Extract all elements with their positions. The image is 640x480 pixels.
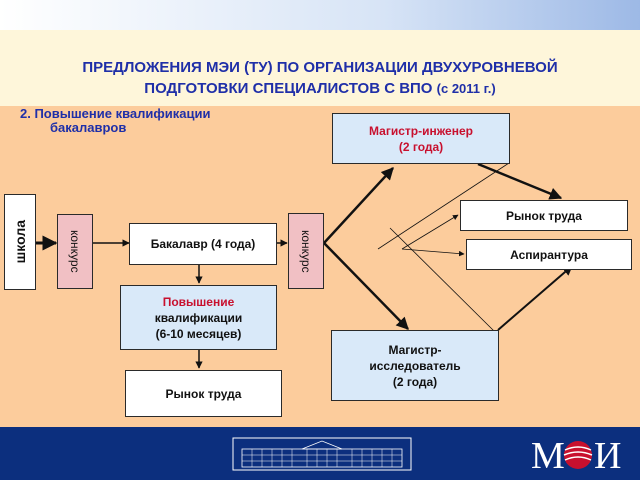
node-qualification-line-3: (6-10 месяцев) bbox=[155, 326, 242, 341]
logo-letter-i: И bbox=[594, 435, 621, 476]
arrow-contest-master-researcher bbox=[323, 242, 409, 330]
node-qualification: Повышение квалификации (6-10 месяцев) bbox=[120, 285, 277, 350]
thin-line-researcher-branch bbox=[389, 227, 495, 332]
subtitle-line-1: 2. Повышение квалификации bbox=[20, 106, 211, 121]
title-area bbox=[0, 30, 640, 106]
top-gradient-band bbox=[0, 0, 640, 30]
arrow-master-engineer-labor bbox=[477, 162, 563, 200]
node-qualification-line-1: Повышение bbox=[162, 294, 235, 309]
arrow-contest-master-engineer bbox=[323, 167, 394, 244]
node-contest-1-label: конкурс bbox=[68, 230, 82, 273]
node-master-researcher-line-2: исследователь bbox=[369, 358, 461, 373]
node-qualification-line-2: квалификации bbox=[154, 310, 243, 325]
page-title: ПРЕДЛОЖЕНИЯ МЭИ (ТУ) ПО ОРГАНИЗАЦИИ ДВУХ… bbox=[0, 57, 640, 99]
node-bachelor-label: Бакалавр (4 года) bbox=[150, 237, 256, 251]
node-postgraduate-label: Аспирантура bbox=[510, 247, 588, 262]
node-contest-1: конкурс bbox=[57, 214, 93, 289]
node-master-researcher-line-3: (2 года) bbox=[392, 374, 438, 389]
title-line-2-text: ПОДГОТОВКИ СПЕЦИАЛИСТОВ С ВПО bbox=[144, 80, 433, 97]
node-labor-market-right: Рынок труда bbox=[460, 200, 628, 231]
title-year: (с 2011 г.) bbox=[436, 81, 496, 96]
node-school-label: школа bbox=[12, 220, 28, 264]
thin-arrow-to-labor bbox=[401, 214, 459, 250]
title-line-1: ПРЕДЛОЖЕНИЯ МЭИ (ТУ) ПО ОРГАНИЗАЦИИ ДВУХ… bbox=[82, 59, 558, 76]
title-line-2: ПОДГОТОВКИ СПЕЦИАЛИСТОВ С ВПО (с 2011 г.… bbox=[0, 78, 640, 99]
node-master-engineer-line-1: Магистр-инженер bbox=[369, 123, 473, 138]
logo-globe bbox=[564, 441, 592, 469]
building-illustration bbox=[232, 437, 412, 471]
arrow-master-researcher-labor bbox=[497, 265, 573, 331]
node-contest-2-label: конкурс bbox=[299, 229, 313, 273]
node-school: школа bbox=[4, 194, 36, 290]
node-master-engineer: Магистр-инженер (2 года) bbox=[332, 113, 510, 164]
node-master-researcher: Магистр- исследователь (2 года) bbox=[331, 330, 499, 401]
thin-line-engineer-branch bbox=[377, 162, 510, 250]
node-bachelor: Бакалавр (4 года) bbox=[129, 223, 277, 265]
node-postgraduate: Аспирантура bbox=[466, 239, 632, 270]
node-labor-market-left: Рынок труда bbox=[125, 370, 282, 417]
node-contest-2: конкурс bbox=[288, 213, 324, 289]
node-master-researcher-line-1: Магистр- bbox=[388, 342, 442, 357]
thin-arrow-to-postgrad bbox=[401, 248, 465, 257]
section-subtitle: 2. Повышение квалификации бакалавров bbox=[20, 107, 210, 135]
node-labor-market-left-label: Рынок труда bbox=[165, 386, 242, 401]
mei-logo: М И bbox=[531, 435, 621, 476]
subtitle-line-2: бакалавров bbox=[50, 120, 127, 135]
node-master-engineer-line-2: (2 года) bbox=[398, 139, 444, 154]
node-labor-market-right-label: Рынок труда bbox=[506, 208, 582, 223]
logo-letter-m: М bbox=[531, 435, 565, 476]
